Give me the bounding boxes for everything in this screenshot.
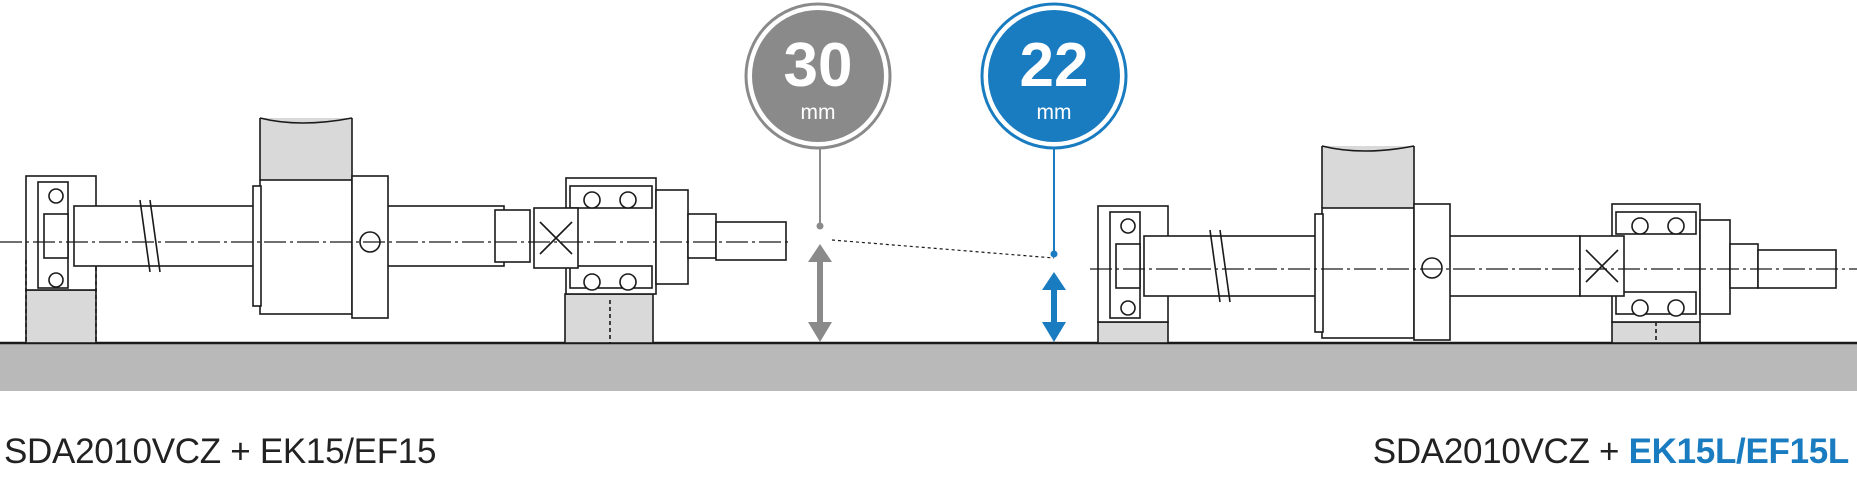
right-caption-model: SDA2010VCZ bbox=[1372, 432, 1590, 471]
left-caption-model: SDA2010VCZ bbox=[4, 432, 221, 471]
left-support-unit bbox=[533, 177, 787, 344]
left-caption-joiner: + bbox=[220, 432, 260, 471]
standard-height-value: 30 bbox=[784, 31, 853, 100]
left-ball-nut bbox=[252, 117, 389, 319]
right-assembly bbox=[1090, 145, 1857, 344]
left-end-support bbox=[25, 175, 97, 344]
right-end-support bbox=[1097, 205, 1169, 344]
base-plate bbox=[0, 343, 1857, 391]
low-profile-height-badge: 22 mm bbox=[980, 2, 1128, 150]
low-profile-height-indicator bbox=[1042, 148, 1066, 342]
right-caption-joiner: + bbox=[1589, 432, 1629, 471]
left-caption-support: EK15/EF15 bbox=[259, 432, 437, 471]
left-caption: SDA2010VCZ + EK15/EF15 bbox=[4, 432, 436, 472]
height-difference-line bbox=[831, 239, 1055, 259]
standard-height-unit: mm bbox=[801, 101, 836, 124]
right-caption: SDA2010VCZ + EK15L/EF15L bbox=[1372, 432, 1850, 472]
right-support-unit bbox=[1579, 203, 1837, 344]
low-profile-height-value: 22 bbox=[1020, 31, 1089, 100]
standard-height-indicator bbox=[808, 148, 832, 342]
standard-height-badge: 30 mm bbox=[744, 2, 892, 150]
left-assembly bbox=[0, 117, 790, 344]
right-ball-nut bbox=[1314, 145, 1451, 341]
low-profile-height-unit: mm bbox=[1037, 101, 1072, 124]
right-caption-support: EK15L/EF15L bbox=[1628, 432, 1850, 471]
